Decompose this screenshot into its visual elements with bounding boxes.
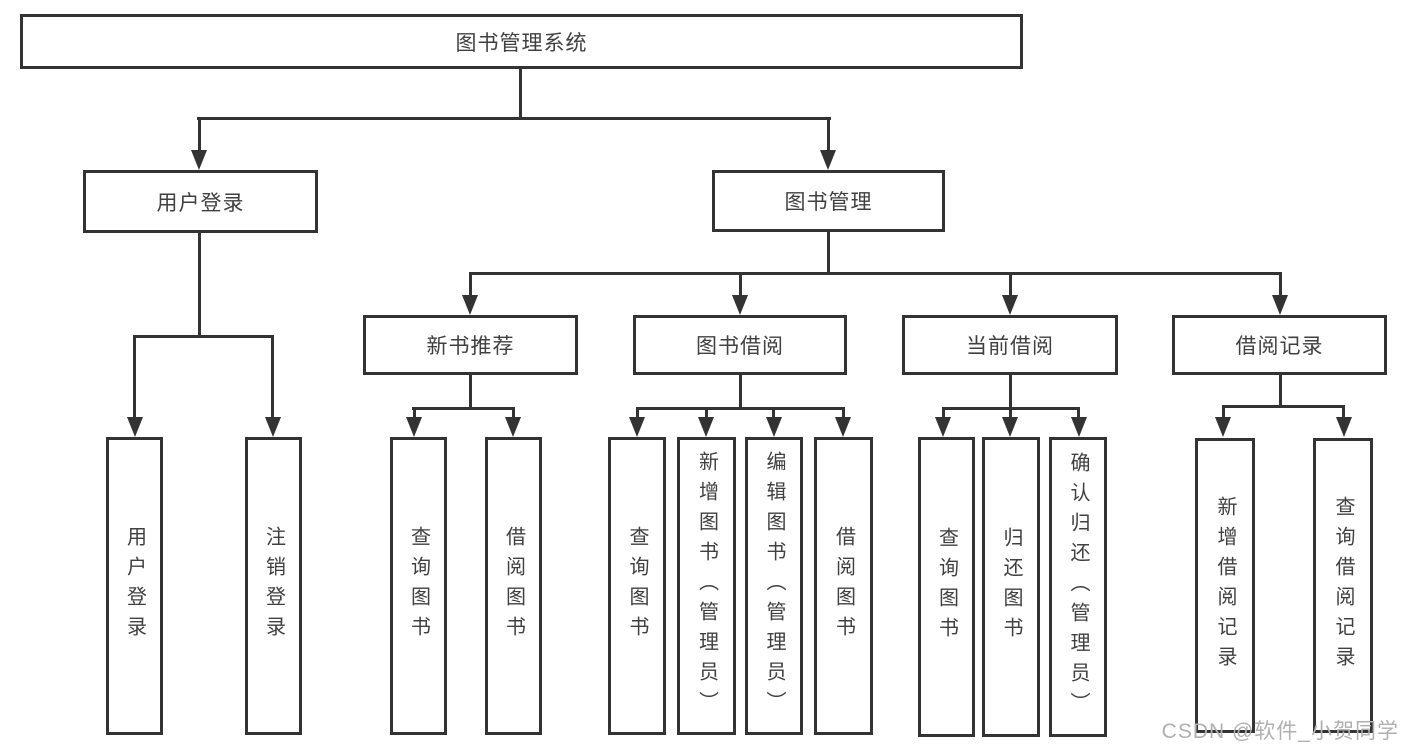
node-label: 查询图书 <box>407 526 430 646</box>
connector-line <box>469 373 472 410</box>
node-label: 查询图书 <box>626 526 648 646</box>
connector-arrowhead <box>1336 417 1352 437</box>
connector-arrowhead <box>820 150 836 170</box>
node-label: 借阅记录 <box>1235 335 1324 358</box>
connector-arrowhead <box>127 417 143 437</box>
connector-line <box>942 407 945 419</box>
node-query-books-current: 查询图书 <box>918 437 975 737</box>
connector-arrowhead <box>505 417 521 437</box>
connector-arrowhead <box>462 295 478 315</box>
node-label: 新书推荐 <box>426 335 515 358</box>
node-label: 新增图书（管理员） <box>695 451 718 721</box>
connector-arrowhead <box>629 417 645 437</box>
connector-line <box>636 407 845 410</box>
connector-line <box>1009 272 1012 297</box>
connector-line <box>198 231 201 338</box>
connector-arrowhead <box>1002 417 1018 437</box>
node-label: 用户登录 <box>123 526 146 646</box>
node-borrow-books-recommendation: 借阅图书 <box>485 437 542 735</box>
connector-arrowhead <box>191 150 207 170</box>
connector-arrowhead <box>265 417 281 437</box>
node-confirm-return-admin: 确认归还（管理员） <box>1049 437 1107 737</box>
connector-line <box>413 407 416 419</box>
node-borrowing-records: 借阅记录 <box>1172 315 1387 375</box>
node-label: 借阅图书 <box>502 526 525 646</box>
watermark-text: CSDN @软件_小贺同学 <box>1161 720 1399 743</box>
connector-line <box>1342 405 1345 419</box>
connector-line <box>133 335 274 338</box>
connector-arrowhead <box>406 417 422 437</box>
connector-line <box>198 117 201 152</box>
connector-line <box>197 117 831 120</box>
connector-arrowhead <box>1215 417 1231 437</box>
node-query-books-recommendation: 查询图书 <box>390 437 447 735</box>
connector-line <box>1222 405 1345 408</box>
node-label: 编辑图书（管理员） <box>763 451 785 721</box>
node-book-management: 图书管理 <box>712 170 945 232</box>
node-label: 新增借阅记录 <box>1214 495 1236 676</box>
node-book-borrowing: 图书借阅 <box>633 315 847 375</box>
connector-arrowhead <box>766 417 782 437</box>
connector-line <box>705 407 708 419</box>
connector-line <box>512 407 515 419</box>
connector-line <box>469 272 1282 275</box>
connector-arrowhead <box>732 295 748 315</box>
node-label: 查询借阅记录 <box>1332 495 1354 676</box>
connector-line <box>842 407 845 419</box>
node-query-books-borrowing: 查询图书 <box>608 437 666 735</box>
node-library-management-system: 图书管理系统 <box>20 14 1023 69</box>
connector-line <box>1222 405 1225 419</box>
node-edit-book-admin: 编辑图书（管理员） <box>745 437 803 735</box>
connector-arrowhead <box>1071 417 1087 437</box>
connector-line <box>636 407 639 419</box>
connector-line <box>133 335 136 419</box>
connector-line <box>412 407 515 410</box>
connector-arrowhead <box>835 417 851 437</box>
connector-line <box>271 335 274 419</box>
connector-arrowhead <box>1002 295 1018 315</box>
connector-line <box>772 407 775 419</box>
node-label: 当前借阅 <box>966 335 1054 358</box>
node-label: 注销登录 <box>262 526 285 646</box>
node-label: 借阅图书 <box>832 526 855 646</box>
node-current-borrowing: 当前借阅 <box>902 315 1118 375</box>
node-user-login: 用户登录 <box>83 170 318 233</box>
node-new-book-recommendation: 新书推荐 <box>363 315 578 375</box>
connector-line <box>739 272 742 297</box>
connector-line <box>1077 407 1080 419</box>
connector-line <box>1279 272 1282 297</box>
connector-arrowhead <box>698 417 714 437</box>
connector-line <box>739 373 742 410</box>
node-add-borrow-record: 新增借阅记录 <box>1195 438 1255 733</box>
connector-line <box>469 272 472 297</box>
node-label: 查询图书 <box>935 527 958 647</box>
node-add-book-admin: 新增图书（管理员） <box>677 437 736 735</box>
connector-line <box>519 67 522 120</box>
node-label: 图书借阅 <box>696 335 784 358</box>
node-user-login-action: 用户登录 <box>106 437 163 735</box>
node-borrow-books-action: 借阅图书 <box>814 437 873 735</box>
connector-arrowhead <box>935 417 951 437</box>
connector-line <box>1009 407 1012 419</box>
node-label: 归还图书 <box>1000 527 1022 647</box>
connector-line <box>1279 373 1282 408</box>
connector-line <box>827 231 830 275</box>
connector-arrowhead <box>1272 295 1288 315</box>
connector-line <box>1009 373 1012 410</box>
node-label: 图书管理系统 <box>455 31 588 55</box>
node-query-borrow-record: 查询借阅记录 <box>1313 438 1373 733</box>
node-label: 确认归还（管理员） <box>1067 452 1089 722</box>
node-return-books: 归还图书 <box>982 437 1040 737</box>
connector-line <box>827 117 830 152</box>
node-logout-action: 注销登录 <box>245 437 302 735</box>
node-label: 用户登录 <box>156 191 245 215</box>
node-label: 图书管理 <box>784 191 873 214</box>
